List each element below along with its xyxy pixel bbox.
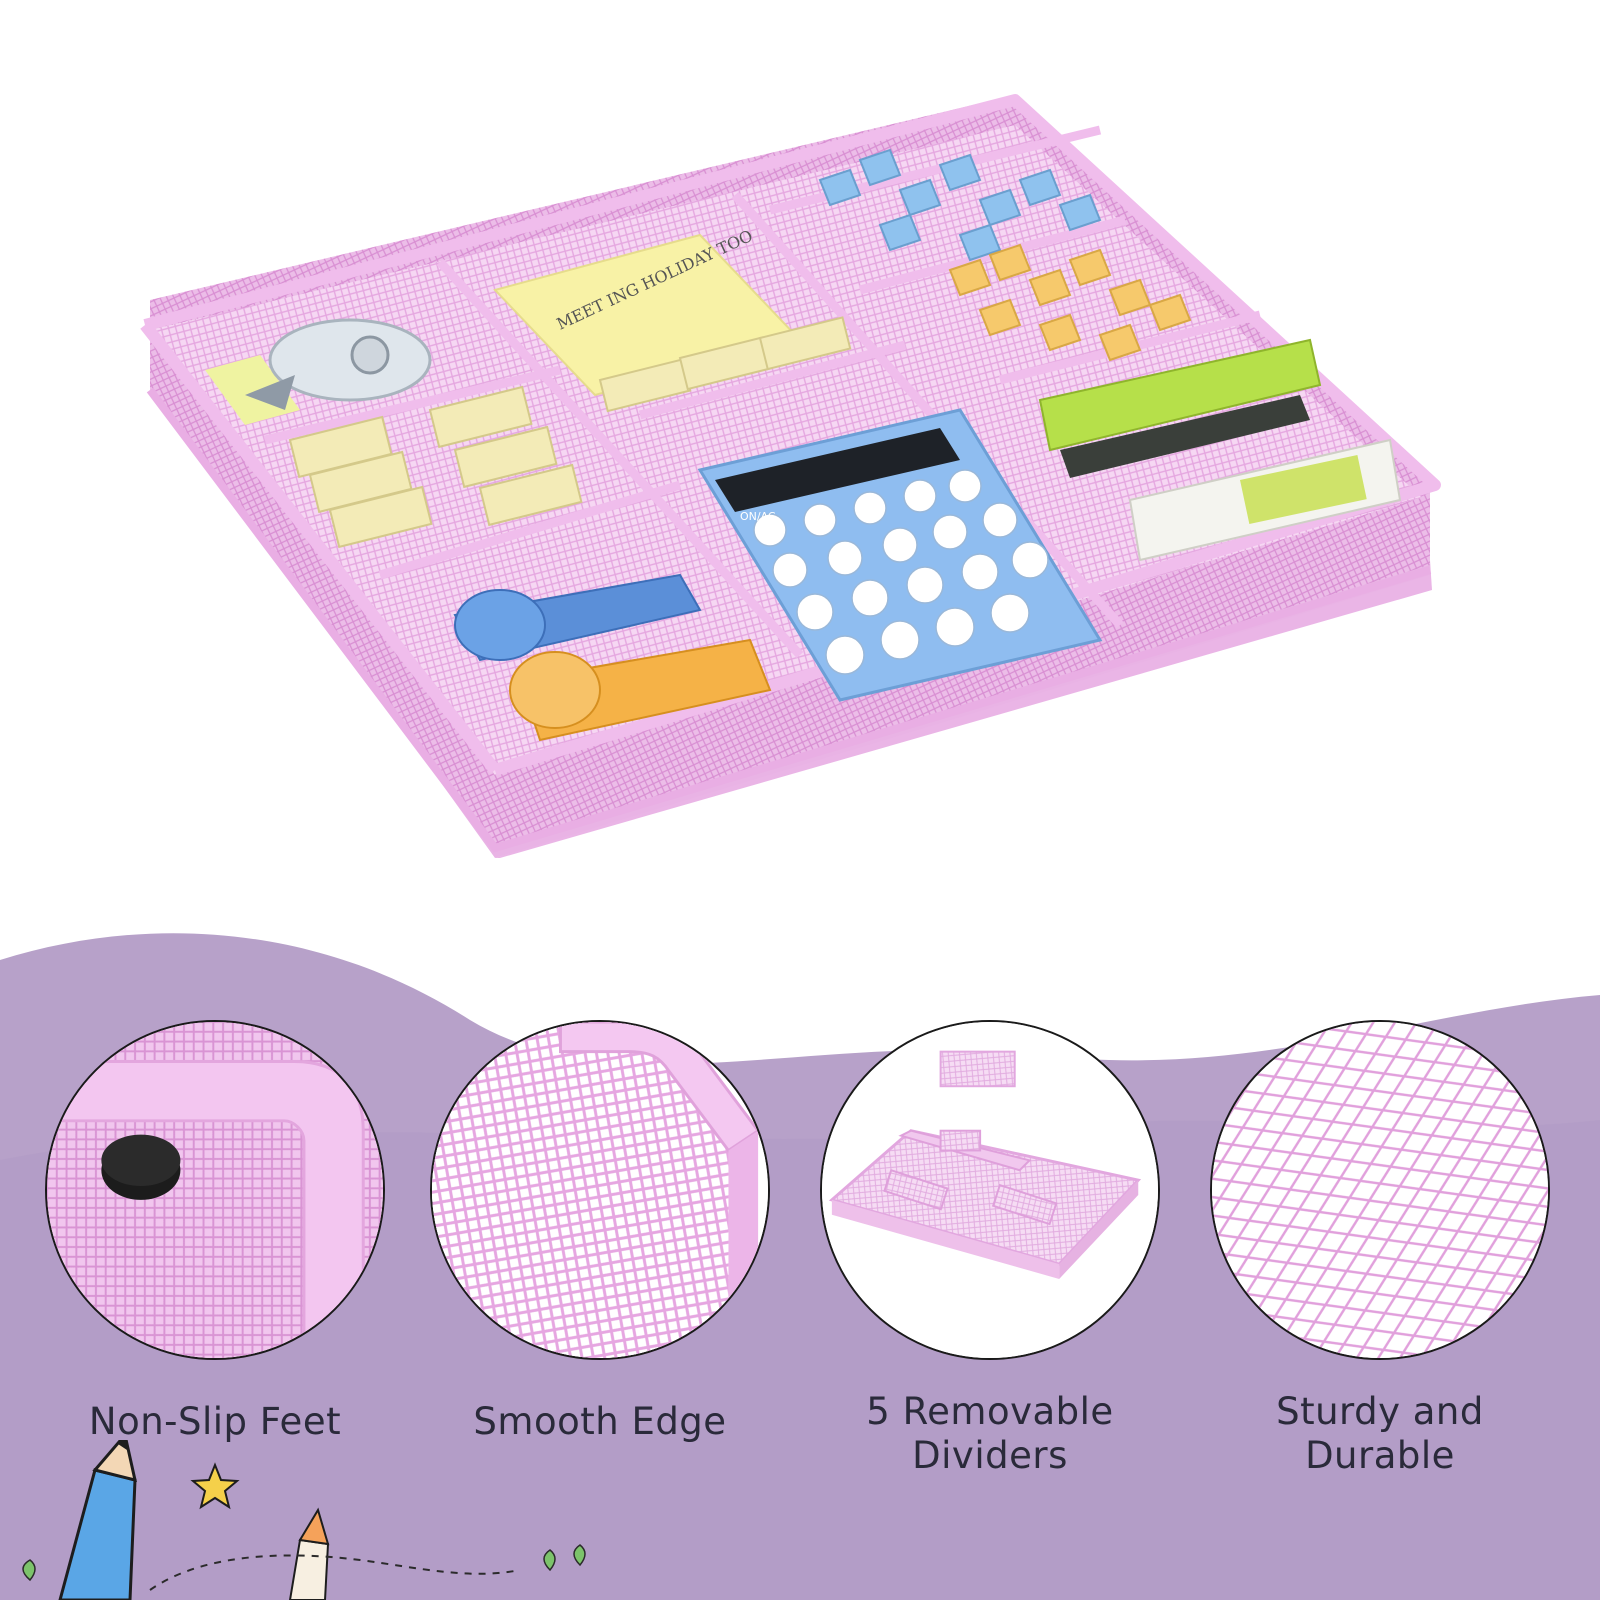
product-hero-image: MEET ING HOLIDAY TOO bbox=[140, 94, 1441, 858]
feature-label: 5 Removable Dividers bbox=[805, 1390, 1175, 1478]
decorative-purple-wave-band bbox=[0, 933, 1600, 1600]
feature-label: Non-Slip Feet bbox=[88, 1400, 342, 1443]
star-icon bbox=[190, 1462, 240, 1510]
smooth-edge-icon bbox=[430, 1020, 770, 1360]
glue-stick bbox=[1128, 438, 1402, 562]
feature-label: Sturdy and Durable bbox=[1195, 1390, 1565, 1478]
feature-removable-dividers: 5 Removable Dividers bbox=[805, 1020, 1175, 1560]
highlighter-figurines bbox=[453, 573, 772, 742]
pink-pearl-erasers bbox=[288, 316, 852, 549]
yellow-binder-clips bbox=[948, 243, 1192, 362]
feature-non-slip-feet: Non-Slip Feet bbox=[30, 1020, 400, 1560]
decorative-pencils bbox=[22, 1440, 586, 1600]
green-stapler bbox=[1038, 338, 1322, 478]
blue-binder-clips bbox=[818, 148, 1102, 262]
removable-dividers-icon bbox=[820, 1020, 1160, 1360]
sturdy-mesh-icon bbox=[1210, 1020, 1550, 1360]
pencil-icon bbox=[58, 1440, 137, 1600]
feature-label-line: Sturdy and bbox=[1276, 1390, 1484, 1433]
feature-label-line: Durable bbox=[1305, 1434, 1455, 1477]
tape-dispenser bbox=[245, 318, 432, 410]
non-slip-feet-icon bbox=[45, 1020, 385, 1360]
sprout-icon bbox=[22, 1544, 586, 1582]
small-pencil-icon bbox=[288, 1507, 330, 1600]
feature-label-line: 5 Removable bbox=[866, 1390, 1114, 1433]
feature-smooth-edge: Smooth Edge bbox=[415, 1020, 785, 1560]
feature-sturdy-durable: Sturdy and Durable bbox=[1195, 1020, 1565, 1560]
blue-calculator: ON/AC bbox=[697, 408, 1103, 702]
feature-label: Smooth Edge bbox=[473, 1400, 727, 1443]
calculator-key-label: ON/AC bbox=[740, 510, 776, 523]
tray-dividers bbox=[263, 125, 1262, 659]
feature-label-line: Dividers bbox=[912, 1434, 1068, 1477]
